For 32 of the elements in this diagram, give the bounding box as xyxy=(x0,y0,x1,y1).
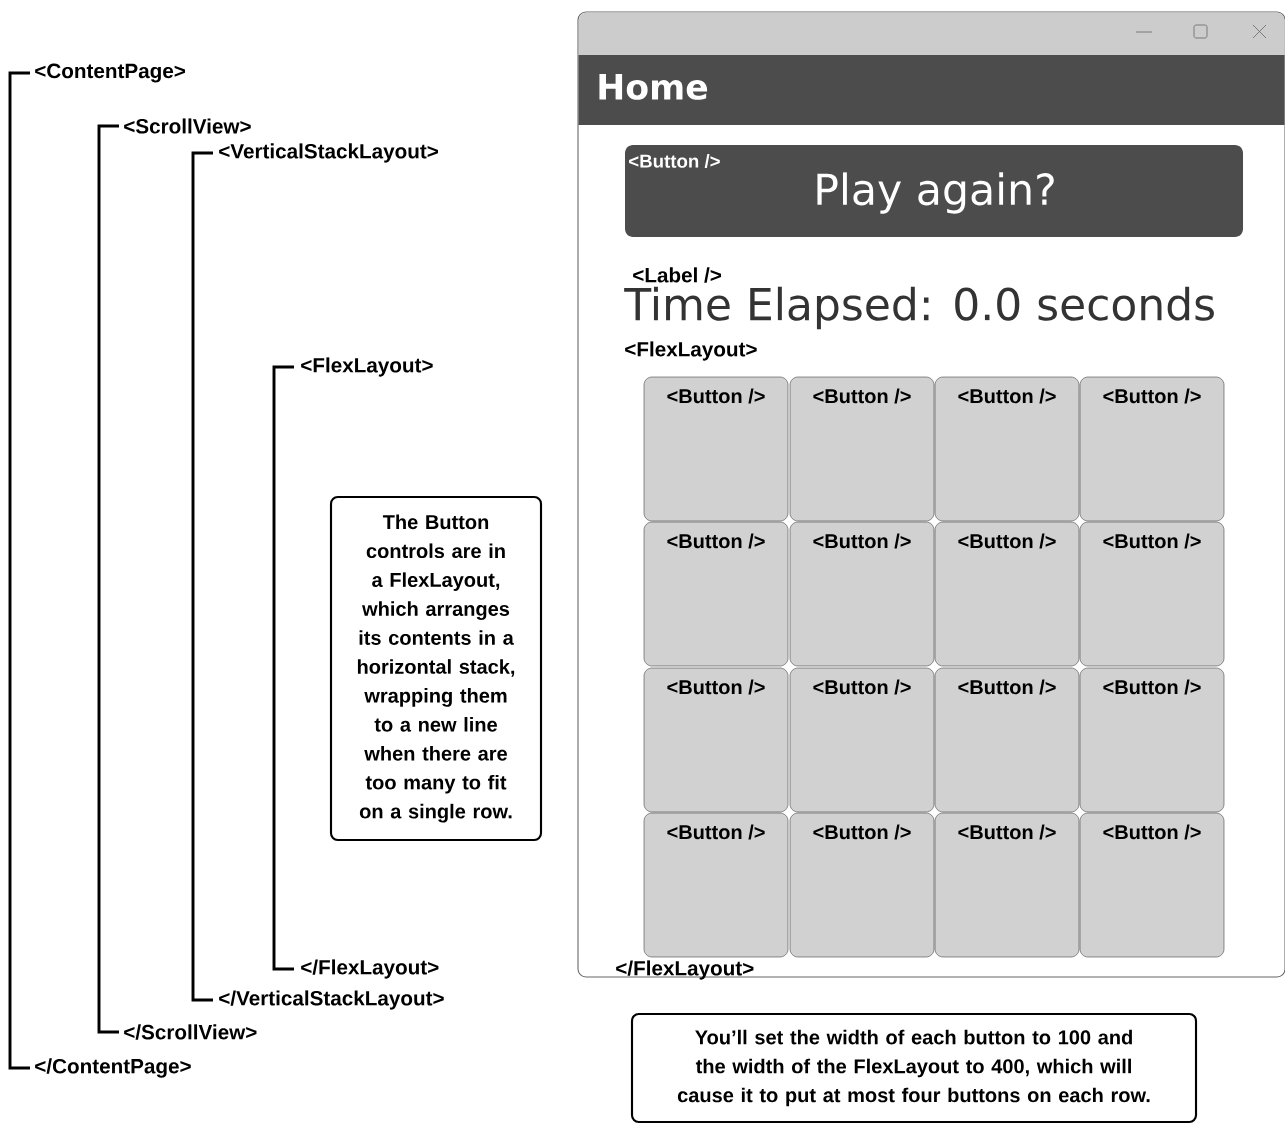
tag-label: </FlexLayout> xyxy=(616,960,754,980)
grid-button: <Button /> xyxy=(643,376,789,522)
header-bar: Home xyxy=(578,55,1285,125)
note-box: The Button controls are in a FlexLayout, which arranges its contents in a horizontal stack, wrapping them to a new line when there are too many to fit on a single row. xyxy=(329,495,543,842)
note-box: You’ll set the width of each button to 100 and the width of the FlexLayout to 400, which will cause it to put at most four buttons on each row. xyxy=(630,1012,1198,1124)
play-again-button: <Button /> Play again? xyxy=(625,145,1243,237)
grid-button: <Button /> xyxy=(789,667,935,813)
tag-label: </VerticalStackLayout> xyxy=(219,990,444,1010)
grid-button: <Button /> xyxy=(643,521,789,667)
tag-label: </ScrollView> xyxy=(124,1024,257,1040)
tag-label: </ContentPage> xyxy=(35,1058,191,1078)
tag-label: </FlexLayout> xyxy=(301,959,439,979)
tag-label: <FlexLayout> xyxy=(625,341,757,361)
grid-button: <Button /> xyxy=(1079,521,1225,667)
grid-button: <Button /> xyxy=(789,521,935,667)
grid-button: <Button /> xyxy=(789,376,935,522)
grid-button: <Button /> xyxy=(934,667,1080,813)
tag-label: <FlexLayout> xyxy=(301,357,433,377)
grid-button: <Button /> xyxy=(934,521,1080,667)
grid-button: <Button /> xyxy=(934,376,1080,522)
grid-button: <Button /> xyxy=(1079,812,1225,958)
tag-label: <Label /> xyxy=(633,267,721,283)
grid-button: <Button /> xyxy=(1079,667,1225,813)
grid-button: <Button /> xyxy=(1079,376,1225,522)
tag-label: <ScrollView> xyxy=(124,118,251,134)
elapsed-time-text: Time Elapsed: 0.0 seconds xyxy=(624,286,1214,330)
grid-button: <Button /> xyxy=(789,812,935,958)
grid-button: <Button /> xyxy=(643,812,789,958)
tag-label: <ContentPage> xyxy=(35,63,185,83)
grid-button: <Button /> xyxy=(643,667,789,813)
tag-label: <VerticalStackLayout> xyxy=(219,143,438,163)
grid-button: <Button /> xyxy=(934,812,1080,958)
